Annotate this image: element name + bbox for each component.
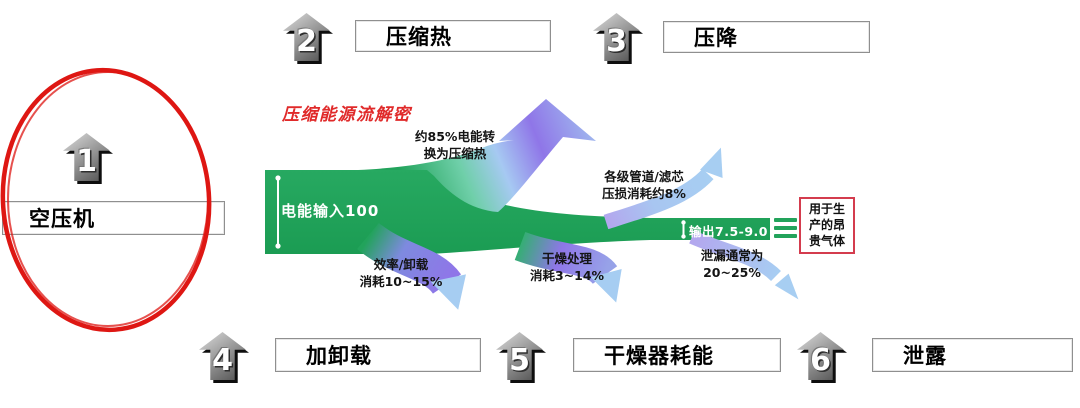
label-text: 压降	[694, 26, 738, 50]
marker-number: 4	[212, 342, 233, 378]
label-box-leakage: 泄露	[872, 338, 1073, 372]
output-flow-label: 输出7.5-9.0	[689, 224, 768, 239]
marker-6-badge: 6	[797, 332, 844, 380]
label-box-load-unload: 加卸载	[275, 338, 481, 372]
marker-1-badge: 1	[63, 133, 110, 181]
branch-unload-arrowhead	[430, 274, 466, 310]
note-leak: 泄漏通常为 20~25%	[700, 248, 764, 280]
marker-4-badge: 4	[199, 332, 246, 380]
label-text: 加卸载	[306, 344, 372, 368]
marker-5-badge: 5	[496, 332, 543, 380]
marker-3-badge: 3	[593, 13, 640, 61]
branch-compression-heat	[358, 99, 596, 212]
marker-number: 5	[509, 342, 530, 378]
label-box-air-compressor: 空压机	[2, 201, 225, 235]
branch-drying-arrowhead	[590, 268, 622, 303]
label-text: 空压机	[29, 207, 95, 231]
input-height-indicator	[275, 175, 281, 249]
diagram-title: 压缩能源流解密	[282, 105, 412, 125]
note-unload: 效率/卸载 消耗10~15%	[359, 257, 443, 289]
branch-unload	[357, 222, 462, 295]
label-text: 泄露	[903, 344, 947, 368]
marker-number: 2	[296, 23, 317, 59]
output-height-indicator	[681, 220, 686, 239]
marker-number: 1	[76, 143, 97, 179]
note-pipe-loss: 各级管道/滤芯 压损消耗约8%	[602, 169, 686, 201]
branch-leak-arrowhead	[774, 273, 799, 300]
branch-leak	[689, 230, 781, 282]
marker-number: 6	[810, 342, 831, 378]
output-end-lines	[774, 218, 797, 238]
marker-number: 3	[606, 23, 627, 59]
label-text: 压缩热	[386, 25, 452, 49]
note-drying: 干燥处理 消耗3~14%	[529, 251, 605, 283]
branch-drying	[514, 231, 618, 286]
output-product-box: 用于生 产的昂 贵气体	[799, 197, 855, 255]
input-flow-label: 电能输入100	[281, 202, 380, 220]
label-box-compression-heat: 压缩热	[355, 20, 551, 52]
label-box-pressure-drop: 压降	[663, 21, 870, 53]
marker-2-badge: 2	[283, 13, 330, 61]
label-text: 干燥器耗能	[604, 344, 714, 368]
branch-pipe-loss-arrowhead	[700, 147, 723, 178]
branch-pipe-loss	[603, 168, 714, 230]
label-box-dryer-energy: 干燥器耗能	[573, 338, 781, 372]
note-heat: 约85%电能转 换为压缩热	[415, 129, 495, 161]
